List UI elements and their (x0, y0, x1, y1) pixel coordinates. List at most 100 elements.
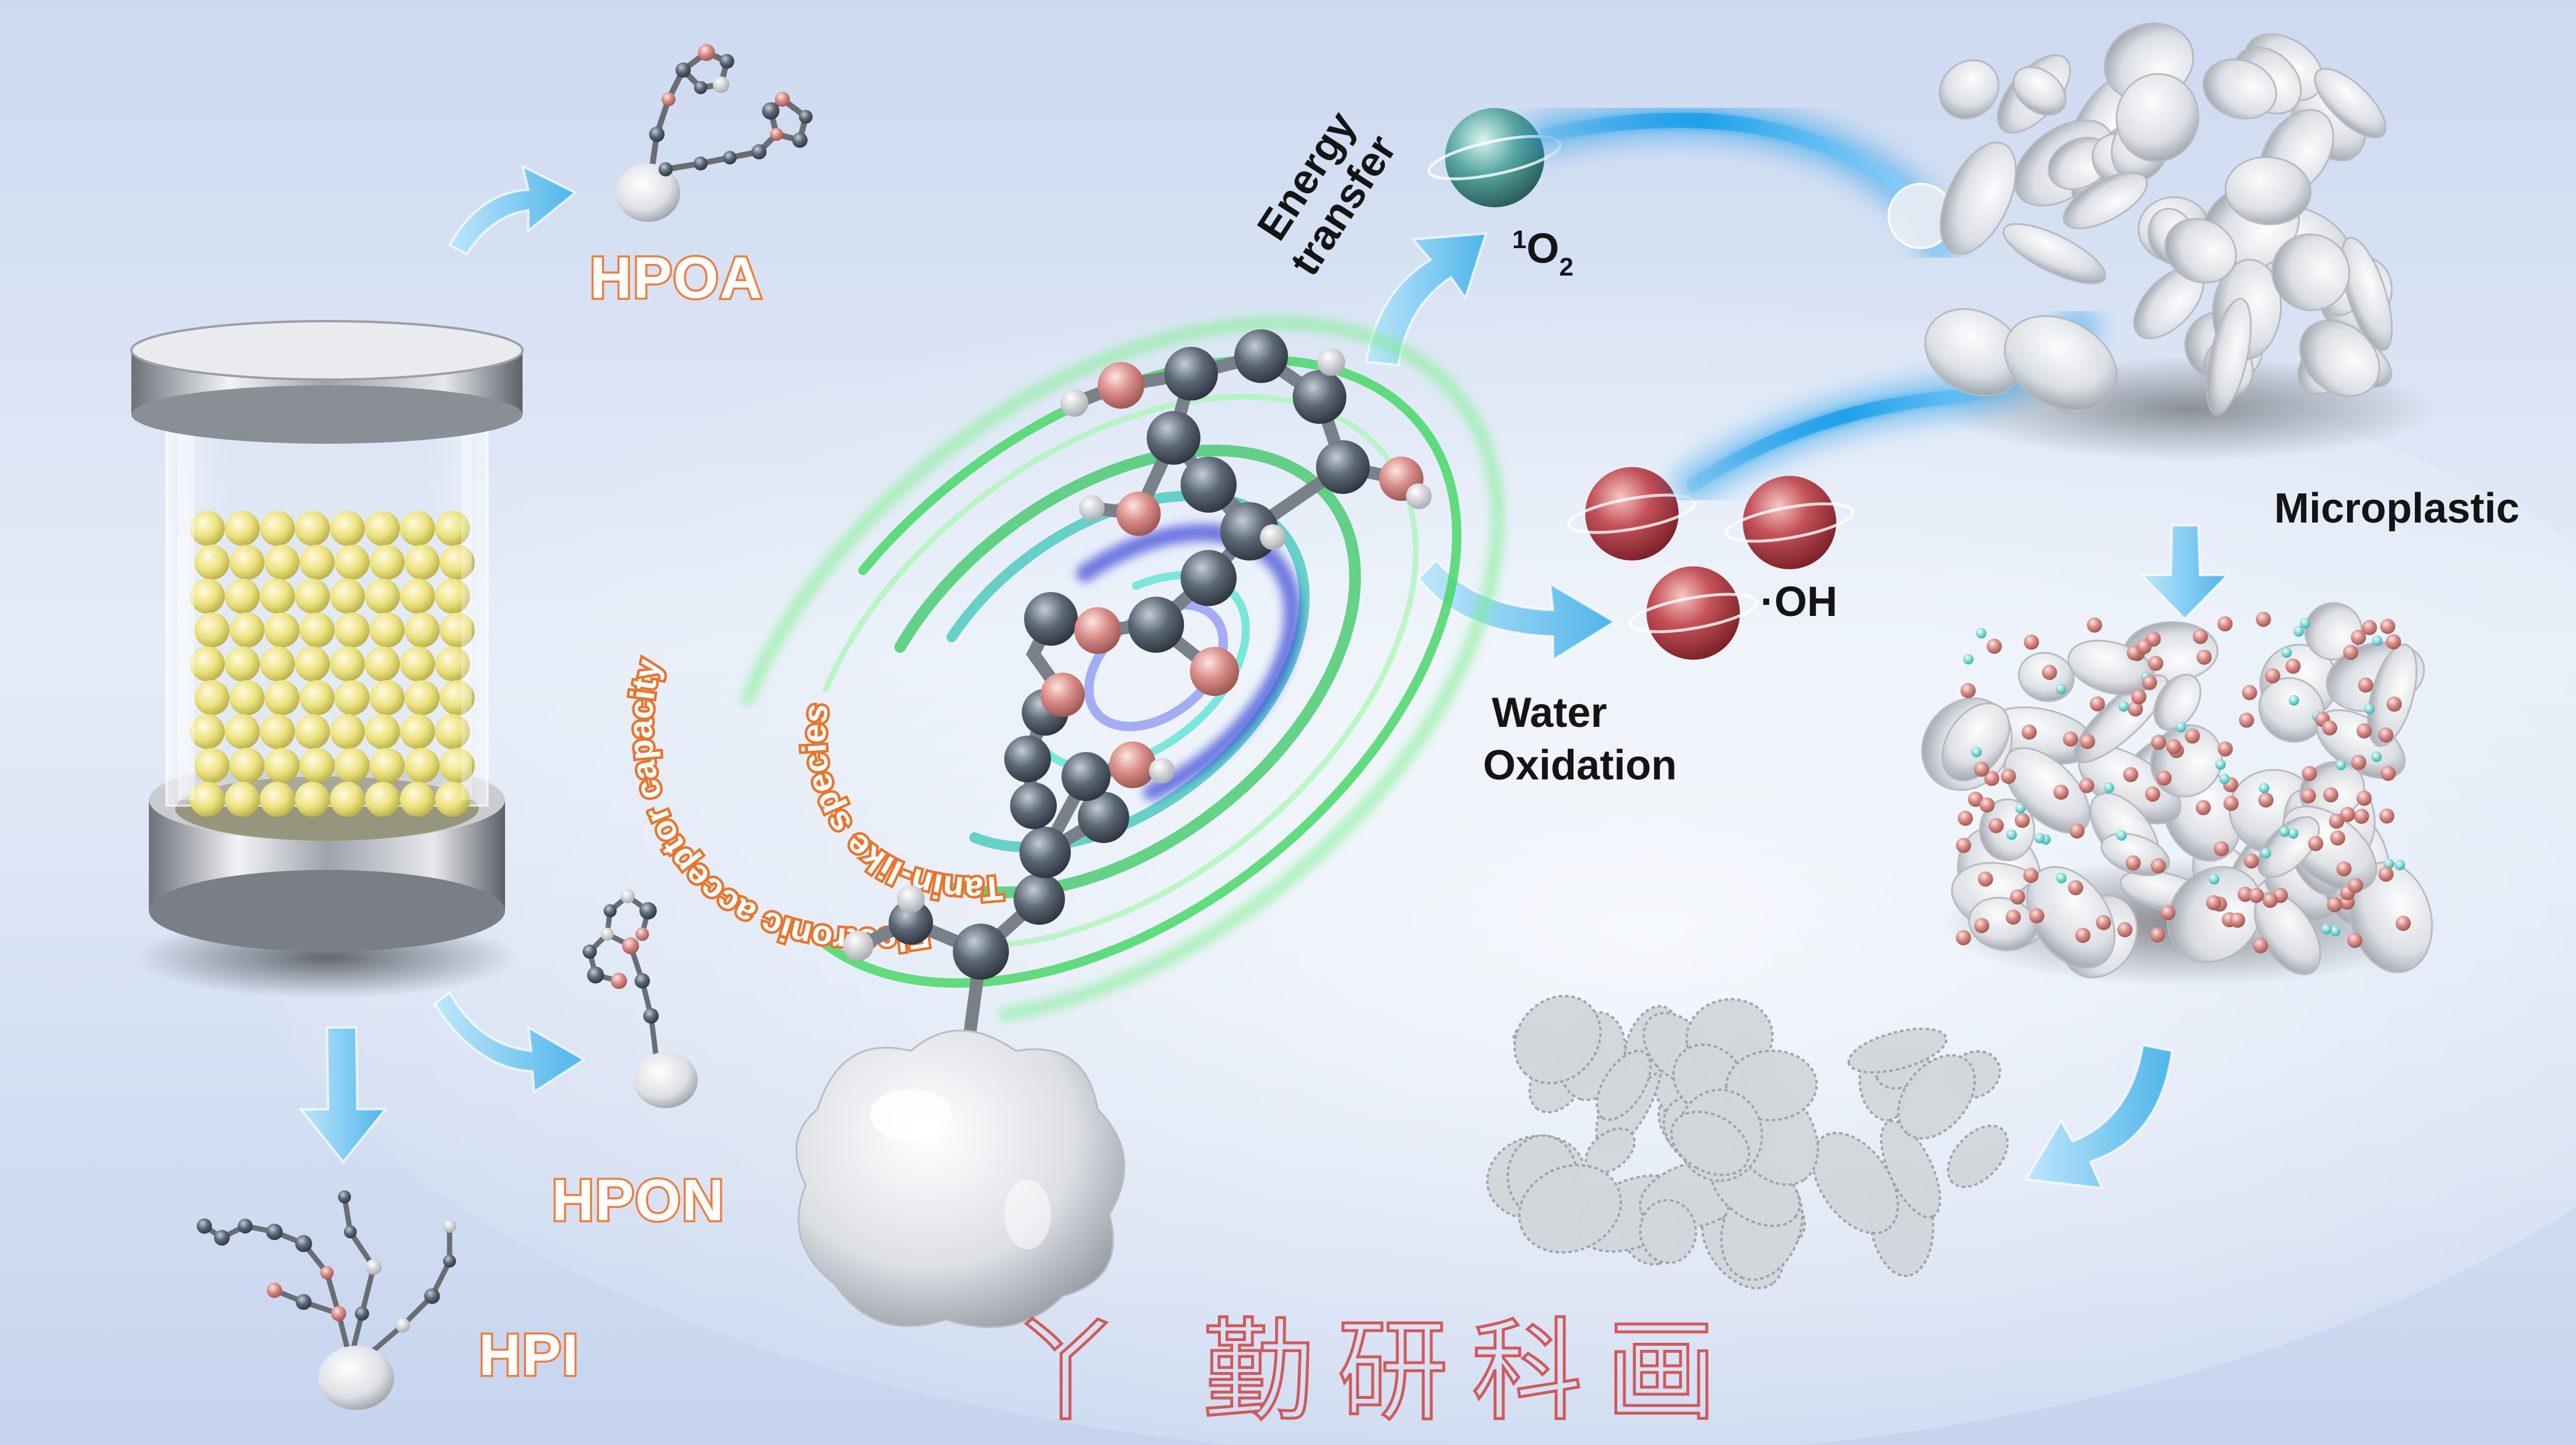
atom (649, 126, 665, 142)
hydroxyl-dot (2378, 866, 2394, 882)
atom (582, 944, 597, 959)
singlet-dot (2015, 803, 2026, 814)
atom (1014, 873, 1065, 925)
hydroxyl-dot (2262, 893, 2278, 908)
bead (405, 612, 440, 647)
atom (799, 110, 813, 124)
singlet-dot (2034, 833, 2045, 844)
hydroxyl-dot (2223, 796, 2239, 811)
singlet-dot (2056, 684, 2066, 695)
atom (1078, 792, 1129, 843)
singlet-dot (2175, 722, 2187, 733)
atom (320, 1266, 334, 1280)
atom (443, 1219, 457, 1233)
bead (365, 579, 400, 614)
atom (792, 132, 808, 148)
bead (264, 545, 300, 580)
atom (1004, 736, 1051, 782)
atom (622, 937, 639, 955)
plastic-flake (2349, 861, 2433, 973)
hydroxyl-dot (2142, 675, 2157, 690)
hydroxyl-dot (2148, 656, 2164, 671)
bead (405, 545, 440, 580)
hydroxyl-dot (2136, 639, 2152, 654)
singlet-dot (2372, 635, 2383, 646)
atom (675, 62, 691, 78)
singlet-dot (2330, 925, 2341, 936)
plastic-flake (2271, 233, 2351, 312)
atom (354, 1306, 370, 1321)
hydroxyl-dot (2378, 727, 2394, 743)
hpon-particle (633, 1052, 698, 1108)
atom (266, 1282, 283, 1298)
atom (337, 1190, 351, 1204)
bead (260, 714, 295, 749)
singlet-dot (2364, 704, 2375, 715)
bead (260, 782, 295, 817)
bead (440, 748, 475, 783)
bead (194, 748, 229, 783)
bead (370, 545, 405, 580)
hydroxyl-dot (2380, 765, 2396, 781)
atom (1040, 673, 1085, 717)
plastic-flake (2367, 643, 2418, 747)
bead (194, 680, 229, 715)
singlet-superscript: 1 (1512, 225, 1526, 254)
hydroxyl-dot (2356, 723, 2372, 739)
hydroxyl-dot (2156, 770, 2172, 786)
atom (1079, 495, 1105, 521)
bead (335, 748, 370, 783)
hydroxyl-dot (2343, 645, 2359, 660)
bead (225, 782, 260, 817)
bead (229, 748, 264, 783)
atom (698, 44, 715, 61)
hydroxyl-dot (2010, 889, 2025, 905)
hydroxyl-dot (2063, 731, 2079, 747)
atom (897, 885, 925, 913)
bead (190, 782, 225, 817)
hydroxyl-dot (1974, 918, 1990, 934)
hydroxyl-dot (2150, 927, 2166, 943)
hydroxyl-dot (2237, 886, 2253, 902)
hpoa-particle (616, 163, 680, 222)
plastic-flake (2225, 156, 2312, 225)
atom (1316, 440, 1370, 494)
singlet-dot (2258, 782, 2269, 793)
atom (770, 127, 784, 141)
bead (330, 511, 365, 546)
bead (190, 579, 225, 614)
hydroxyl-dot (2308, 835, 2324, 851)
bead (300, 748, 335, 783)
singlet-dot (2394, 859, 2406, 871)
atom (775, 92, 790, 107)
singlet-dot (2260, 848, 2271, 859)
hydroxyl-dot (2336, 861, 2352, 877)
hydroxyl-dot (2125, 855, 2141, 871)
atom (295, 1294, 312, 1310)
atom (1116, 492, 1161, 536)
hydroxyl-dot (2329, 813, 2344, 829)
singlet-dot (2056, 873, 2067, 884)
hydroxyl-dot (2029, 908, 2045, 924)
arrow-to-hpi (298, 1026, 388, 1164)
arrow-microplastic-down (2139, 524, 2230, 621)
atom (238, 1218, 253, 1234)
singlet-dot (2209, 873, 2220, 885)
hydroxyl-dot (2128, 701, 2143, 717)
hydroxyl-dot (2123, 767, 2139, 782)
hydroxyl-dot (2195, 800, 2211, 816)
bead (190, 646, 225, 681)
atom (1098, 362, 1144, 409)
singlet-dot (2335, 760, 2347, 771)
plastic-flake (2164, 218, 2237, 284)
hydroxyl-dot (1979, 797, 1995, 813)
hydroxyl-dot (2358, 677, 2373, 693)
plastic-flake (2062, 172, 2148, 229)
bead (335, 612, 370, 647)
atom (1181, 457, 1237, 513)
hydroxyl-dot (2253, 938, 2268, 953)
atom (662, 92, 676, 106)
hydroxyl-dot (2396, 915, 2411, 931)
hydroxyl-dot (2068, 880, 2083, 896)
hydroxyl-dot (2042, 664, 2058, 680)
